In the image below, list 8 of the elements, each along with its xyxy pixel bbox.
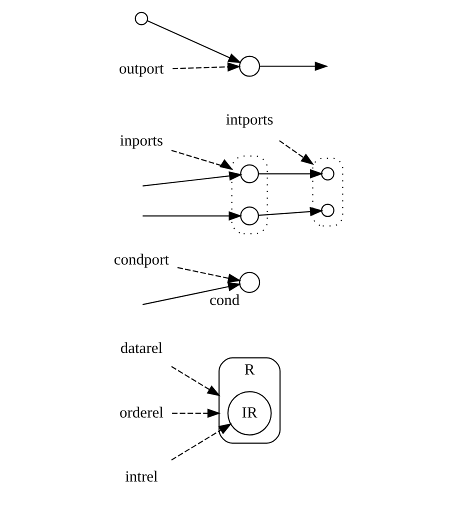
node-text: outport: [119, 60, 164, 78]
node-label: cond: [210, 292, 240, 309]
node-text: condport: [114, 251, 170, 268]
node-text: orderel: [120, 404, 164, 422]
node-text: inports: [120, 132, 164, 150]
node-text: datarel: [120, 340, 163, 358]
node-text: intports: [226, 112, 274, 129]
node-text: intrel: [125, 468, 158, 486]
